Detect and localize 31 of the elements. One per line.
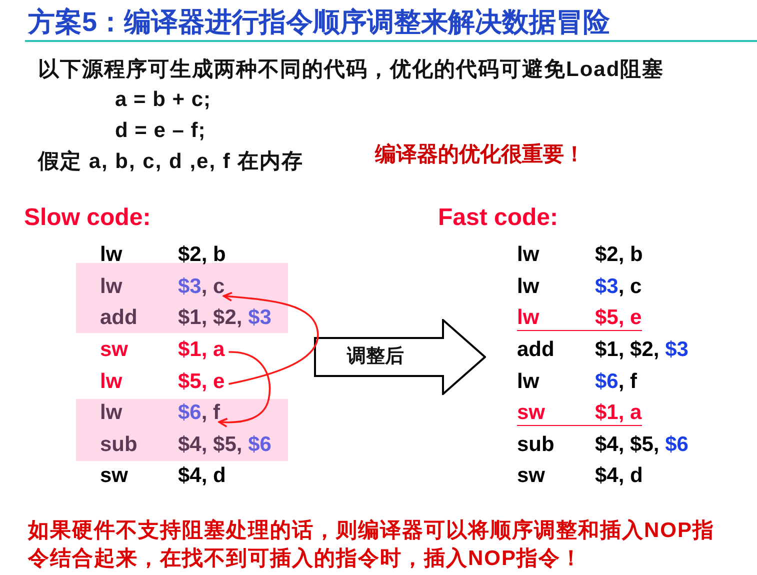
highlight-band xyxy=(76,399,288,461)
code-line: sw $1, a xyxy=(100,338,225,362)
code-line: sub $4, $5, $6 xyxy=(100,433,272,457)
footnote-text: 如果硬件不支持阻塞处理的话，则编译器可以将顺序调整和插入NOP指令结合起来，在找不到可插入的指令时，插入NOP指令！ xyxy=(28,518,716,572)
code-line: lw $6, f xyxy=(517,370,638,394)
section-heading: Slow code: xyxy=(24,204,151,232)
code-line: sw $4, d xyxy=(100,464,226,488)
curved-arrow xyxy=(222,292,319,385)
arrow-label: 调整后 xyxy=(347,345,404,369)
intro-text: 以下源程序可生成两种不同的代码，优化的代码可避免Load阻塞 xyxy=(38,57,664,83)
code-line: lw $3, c xyxy=(100,275,225,299)
source-code-line: d = e – f; xyxy=(115,118,206,144)
code-line: add $1, $2, $3 xyxy=(517,338,688,362)
code-line: lw $2, b xyxy=(100,243,226,267)
code-line: lw $6, f xyxy=(100,401,220,425)
highlight-band xyxy=(76,263,288,333)
section-heading: Fast code: xyxy=(438,204,558,232)
code-line: lw $5, e xyxy=(100,370,225,394)
curved-arrow xyxy=(218,351,271,428)
block-arrow xyxy=(314,319,486,395)
code-line: lw $3, c xyxy=(517,275,642,299)
code-line: lw $5, e xyxy=(517,306,642,331)
code-line: add $1, $2, $3 xyxy=(100,306,272,330)
emphasis-note: 编译器的优化很重要！ xyxy=(375,142,585,168)
code-line: sub $4, $5, $6 xyxy=(517,433,688,457)
assumption-text: 假定 a, b, c, d ,e, f 在内存 xyxy=(38,149,304,175)
code-line: sw $4, d xyxy=(517,464,643,488)
code-line: sw $1, a xyxy=(517,401,642,426)
source-code-line: a = b + c; xyxy=(115,87,212,113)
slide-title: 方案5：编译器进行指令顺序调整来解决数据冒险 xyxy=(28,6,610,38)
code-line: lw $2, b xyxy=(517,243,643,267)
